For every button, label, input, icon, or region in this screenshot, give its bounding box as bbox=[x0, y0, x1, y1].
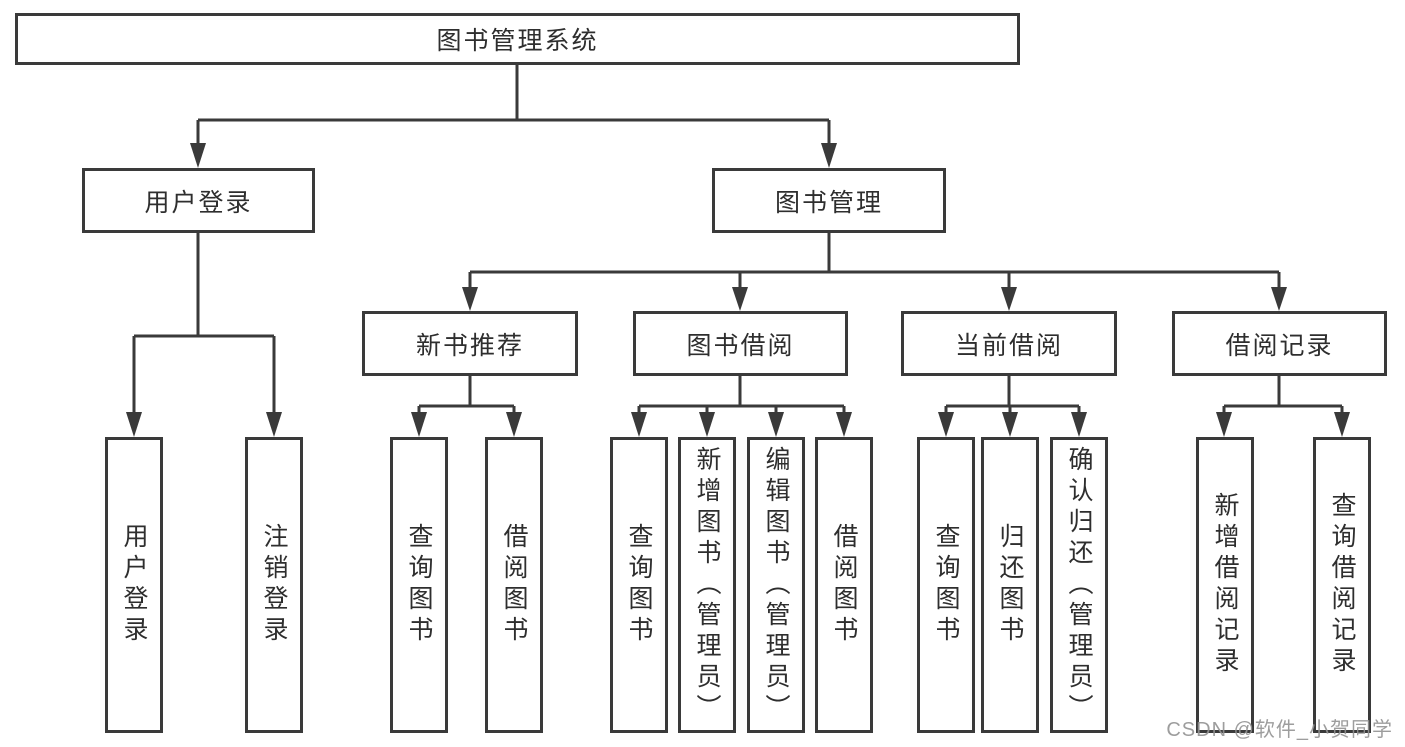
node-nbr-query-books: 查询图书 bbox=[390, 437, 448, 733]
node-br-query-record: 查询借阅记录 bbox=[1313, 437, 1371, 733]
watermark: CSDN @软件_小贺同学 bbox=[1166, 719, 1393, 741]
node-borrowing-records: 借阅记录 bbox=[1172, 311, 1387, 376]
node-cb-query-books: 查询图书 bbox=[917, 437, 975, 733]
node-leaf-logout: 注销登录 bbox=[245, 437, 303, 733]
node-book-borrowing: 图书借阅 bbox=[633, 311, 848, 376]
node-bb-query-books: 查询图书 bbox=[610, 437, 668, 733]
node-book-management: 图书管理 bbox=[712, 168, 946, 233]
node-bb-add-books-admin: 新增图书（管理员） bbox=[678, 437, 736, 733]
node-bb-edit-books-admin: 编辑图书（管理员） bbox=[747, 437, 805, 733]
node-bb-borrow-books: 借阅图书 bbox=[815, 437, 873, 733]
node-cb-confirm-return-admin: 确认归还（管理员） bbox=[1050, 437, 1108, 733]
node-cb-return-books: 归还图书 bbox=[981, 437, 1039, 733]
node-new-book-recommendation: 新书推荐 bbox=[362, 311, 578, 376]
node-br-add-record: 新增借阅记录 bbox=[1196, 437, 1254, 733]
node-current-borrowing: 当前借阅 bbox=[901, 311, 1117, 376]
node-library-management-system: 图书管理系统 bbox=[15, 13, 1020, 65]
node-leaf-user-login: 用户登录 bbox=[105, 437, 163, 733]
node-nbr-borrow-books: 借阅图书 bbox=[485, 437, 543, 733]
node-user-login: 用户登录 bbox=[82, 168, 315, 233]
